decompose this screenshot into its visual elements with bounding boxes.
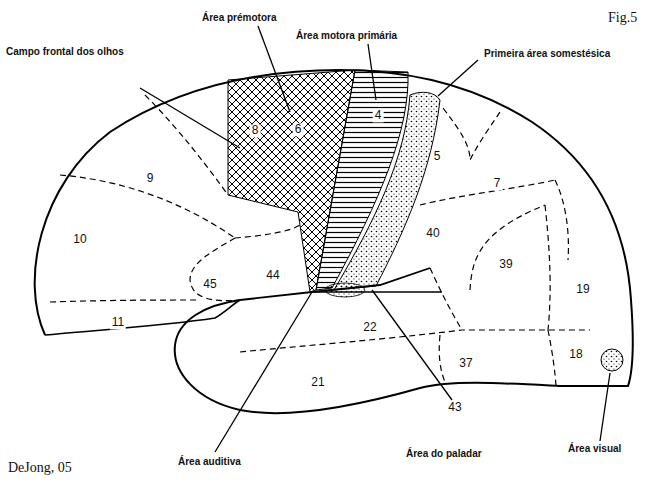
callout-number: 39 bbox=[497, 258, 514, 271]
callout-number: 5 bbox=[432, 150, 443, 163]
figure-number: Fig.5 bbox=[606, 10, 639, 25]
visual-area bbox=[601, 349, 623, 371]
area-name: Primeira área somestésica bbox=[482, 48, 612, 59]
callout-number: 22 bbox=[361, 321, 378, 334]
motor-areas bbox=[228, 70, 623, 371]
area-boundaries bbox=[50, 95, 590, 386]
callout-number: 9 bbox=[145, 172, 156, 185]
area-name: Área visual bbox=[566, 443, 623, 454]
callout-number: 43 bbox=[446, 401, 463, 414]
callout-number: 19 bbox=[574, 283, 591, 296]
area-name: Área prémotora bbox=[200, 12, 278, 23]
area-name: Campo frontal dos olhos bbox=[4, 46, 126, 57]
callout-number: 37 bbox=[457, 357, 474, 370]
callout-number: 4 bbox=[373, 109, 384, 122]
source-note: DeJong, 05 bbox=[6, 460, 74, 475]
taste-area bbox=[325, 283, 365, 297]
area-name: Área motora primária bbox=[294, 30, 399, 41]
area-name: Área do paladar bbox=[404, 448, 484, 459]
callout-number: 6 bbox=[293, 123, 304, 136]
callout-number: 44 bbox=[264, 269, 281, 282]
callout-number: 40 bbox=[424, 227, 441, 240]
callout-number: 45 bbox=[201, 278, 218, 291]
callout-number: 10 bbox=[71, 233, 88, 246]
callout-number: 21 bbox=[309, 376, 326, 389]
callout-number: 11 bbox=[110, 316, 126, 329]
callout-number: 8 bbox=[250, 124, 261, 137]
callout-number: 7 bbox=[492, 177, 503, 190]
area-name: Área auditiva bbox=[176, 456, 243, 467]
leader-lines bbox=[140, 26, 610, 452]
brain-outline bbox=[35, 70, 633, 413]
callout-number: 18 bbox=[567, 348, 584, 361]
